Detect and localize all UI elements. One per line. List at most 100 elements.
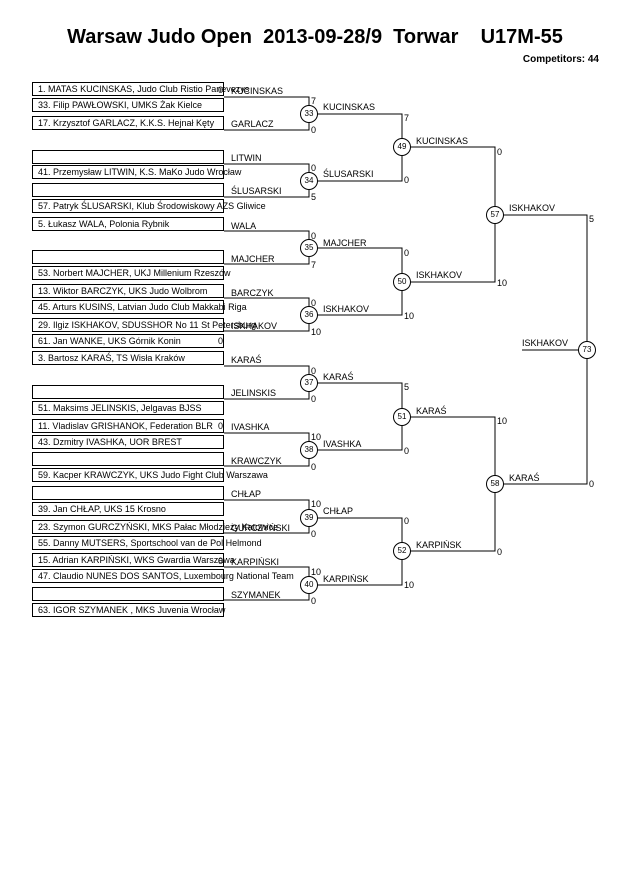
winner-label: KARPIŃSKI — [231, 557, 280, 567]
winner-label: KUCINSKAS — [231, 86, 284, 96]
competitor-entry: 53. Norbert MAJCHER, UKJ Millenium Rzesz… — [32, 266, 231, 280]
score-label: 0 — [311, 596, 317, 606]
winner-label: KUCINSKAS — [416, 136, 469, 146]
winner-label: ŚLUSARSKI — [323, 169, 374, 179]
winner-label: KRAWCZYK — [231, 456, 282, 466]
competitor-entry: 3. Bartosz KARAŚ, TS Wisła Kraków — [32, 351, 224, 365]
competitors-count: Competitors: 44 — [522, 54, 599, 65]
competitor-entry — [32, 150, 224, 164]
competitor-entry — [32, 486, 224, 500]
score-label: 10 — [404, 311, 415, 321]
match-node: 38 — [300, 441, 318, 459]
score-label: 10 — [497, 278, 508, 288]
score-label: 10 — [311, 432, 322, 442]
competitor-entry — [32, 587, 224, 601]
score-label: 0 — [311, 163, 317, 173]
match-node: 40 — [300, 576, 318, 594]
winner-label: KARPIŃSK — [416, 540, 462, 550]
score-label: 0 — [497, 147, 503, 157]
winner-label: KARAŚ — [416, 406, 447, 416]
winner-label: GARLACZ — [231, 119, 274, 129]
winner-label: CHŁAP — [323, 506, 354, 516]
winner-label: KARPIŃSK — [323, 574, 369, 584]
winner-label: CHŁAP — [231, 489, 262, 499]
winner-label: ISKHAKOV — [416, 270, 463, 280]
score-label: 0 — [589, 479, 595, 489]
winner-label: JELINSKIS — [231, 388, 277, 398]
score-label: 0 — [404, 248, 410, 258]
score-label: 5 — [589, 214, 595, 224]
match-node: 37 — [300, 374, 318, 392]
match-node: 39 — [300, 509, 318, 527]
competitor-entry: 11. Vladislav GRISHANOK, Federation BLR — [32, 419, 224, 433]
winner-label: MAJCHER — [323, 238, 367, 248]
score-label: 0 — [218, 421, 224, 431]
score-label: 0 — [218, 85, 224, 95]
score-label: 7 — [404, 113, 410, 123]
winner-label: GURCZYŃSKI — [231, 523, 291, 533]
score-label: 5 — [404, 382, 410, 392]
match-node: 33 — [300, 105, 318, 123]
competitor-entry: 61. Jan WANKE, UKS Górnik Konin — [32, 334, 224, 348]
match-node: 34 — [300, 172, 318, 190]
competitor-entry: 33. Filip PAWŁOWSKI, UMKS Żak Kielce — [32, 98, 224, 112]
competitor-entry: 57. Patryk ŚLUSARSKI, Klub Środowiskowy … — [32, 199, 266, 213]
score-label: 0 — [311, 529, 317, 539]
match-node: 51 — [393, 408, 411, 426]
competitor-entry: 59. Kacper KRAWCZYK, UKS Judo Fight Club… — [32, 468, 268, 482]
score-label: 0 — [311, 394, 317, 404]
match-node: 35 — [300, 239, 318, 257]
score-label: 0 — [311, 125, 317, 135]
score-label: 0 — [311, 231, 317, 241]
score-label: 0 — [311, 462, 317, 472]
competitor-entry: 17. Krzysztof GARLACZ, K.K.S. Hejnał Kęt… — [32, 116, 224, 130]
score-label: 7 — [311, 260, 317, 270]
winner-label: LITWIN — [231, 153, 262, 163]
winner-label: BARCZYK — [231, 288, 274, 298]
score-label: 10 — [311, 499, 322, 509]
score-label: 10 — [311, 327, 322, 337]
score-label: 10 — [497, 416, 508, 426]
competitor-entry: 13. Wiktor BARCZYK, UKS Judo Wolbrom — [32, 284, 224, 298]
competitor-entry: 47. Claudio NUNES DOS SANTOS, Luxembourg… — [32, 569, 294, 583]
competitor-entry: 41. Przemysław LITWIN, K.S. MaKo Judo Wr… — [32, 165, 241, 179]
score-label: 0 — [404, 446, 410, 456]
match-node: 73 — [578, 341, 596, 359]
competitor-entry: 29. Ilgiz ISKHAKOV, SDUSSHOR No 11 St Pe… — [32, 318, 256, 332]
winner-label: KARAŚ — [509, 473, 540, 483]
competitor-entry — [32, 385, 224, 399]
match-node: 58 — [486, 475, 504, 493]
competitor-entry: 23. Szymon GURCZYŃSKI, MKS Pałac Młodzie… — [32, 520, 278, 534]
competitor-entry: 51. Maksims JELINSKIS, Jelgavas BJSS — [32, 401, 224, 415]
winner-label: KUCINSKAS — [323, 102, 376, 112]
winner-label: ISKHAKOV — [231, 321, 278, 331]
competitor-entry: 45. Arturs KUSINS, Latvian Judo Club Mak… — [32, 300, 247, 314]
score-label: 0 — [218, 556, 224, 566]
competitor-entry: 39. Jan CHŁAP, UKS 15 Krosno — [32, 502, 224, 516]
score-label: 0 — [311, 298, 317, 308]
score-label: 0 — [404, 175, 410, 185]
competitor-entry: 55. Danny MUTSERS, Sportschool van de Po… — [32, 536, 262, 550]
winner-label: SZYMANEK — [231, 590, 281, 600]
score-label: 0 — [497, 547, 503, 557]
competitor-entry: 63. IGOR SZYMANEK , MKS Juvenia Wrocław — [32, 603, 225, 617]
competitor-entry: 15. Adrian KARPIŃSKI, WKS Gwardia Warsza… — [32, 553, 235, 567]
winner-label: IVASHKA — [231, 422, 270, 432]
match-node: 36 — [300, 306, 318, 324]
score-label: 10 — [311, 567, 322, 577]
winner-label: ISKHAKOV — [509, 203, 556, 213]
winner-label: WALA — [231, 221, 257, 231]
match-node: 57 — [486, 206, 504, 224]
competitor-entry — [32, 452, 224, 466]
score-label: 7 — [311, 96, 317, 106]
winner-label: KARAŚ — [231, 355, 262, 365]
competitor-entry: 43. Dzmitry IVASHKA, UOR BREST — [32, 435, 224, 449]
score-label: 5 — [311, 192, 317, 202]
score-label: 0 — [404, 516, 410, 526]
winner-label: IVASHKA — [323, 439, 362, 449]
page-title: Warsaw Judo Open 2013-09-28/9 Torwar U17… — [67, 26, 563, 48]
score-label: 10 — [404, 580, 415, 590]
competitor-entry: 5. Łukasz WALA, Polonia Rybnik — [32, 217, 224, 231]
winner-label: MAJCHER — [231, 254, 275, 264]
score-label: 0 — [218, 336, 224, 346]
